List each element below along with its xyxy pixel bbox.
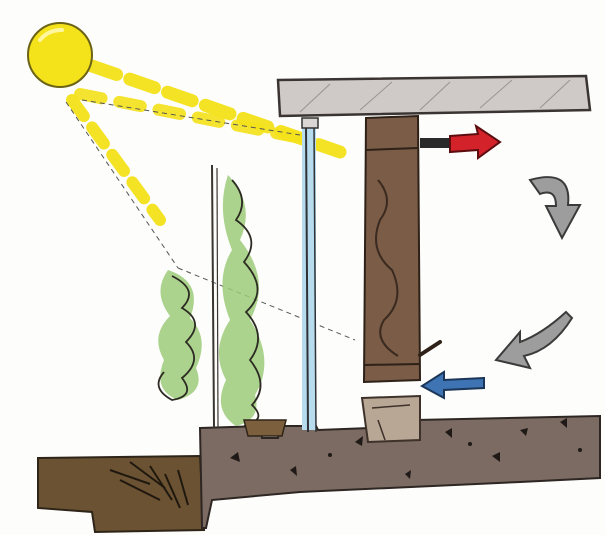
wall-footing [362,396,420,442]
sun-disc [28,23,92,87]
tree-root-ball [244,420,286,436]
glazing-head [302,118,318,128]
sun-icon [28,23,92,87]
hot-air-vent-slot [420,138,452,148]
roof-overhang [278,76,590,116]
lower-vent-line [364,364,420,365]
thermal-mass-wall [364,116,420,382]
